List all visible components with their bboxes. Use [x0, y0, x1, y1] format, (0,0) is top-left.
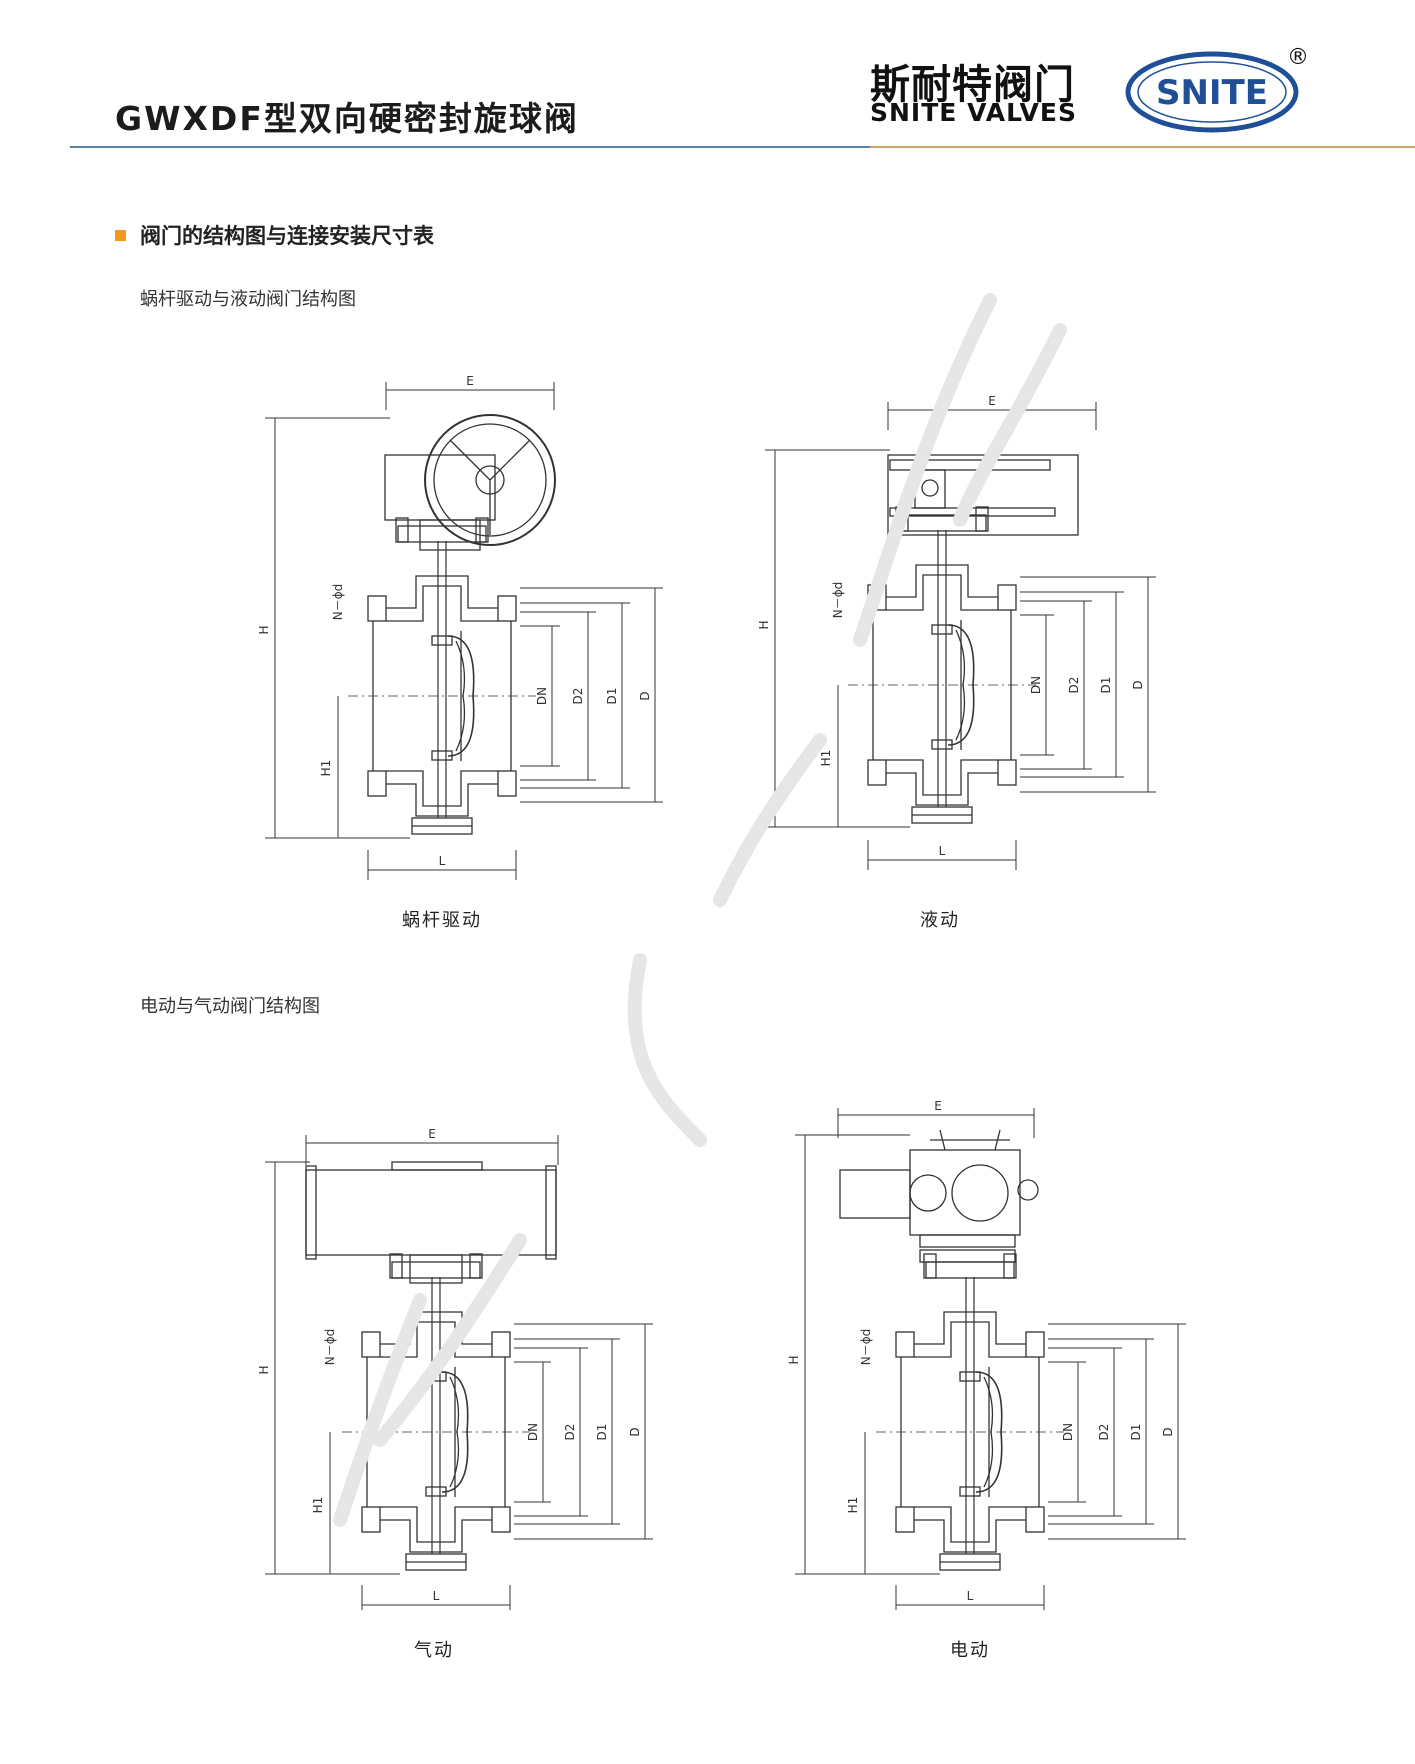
dim-D1: D1 — [1129, 1424, 1143, 1441]
diagram-worm-gear: E H H1 L DN D2 D1 D N－ϕd — [257, 374, 663, 880]
dim-D1: D1 — [605, 688, 619, 705]
document-title: GWXDF型双向硬密封旋球阀 — [115, 99, 579, 138]
dim-H: H — [757, 620, 771, 629]
diagram-hydraulic: E H H1 L DN D2 D1 D N－ϕd — [757, 394, 1156, 870]
diagram-electric: E H H1 L DN D2 D1 D N－ϕd — [787, 1099, 1186, 1610]
brand-name-cn: 斯耐特阀门 — [870, 62, 1075, 108]
dim-H: H — [257, 625, 271, 634]
section-heading: 阀门的结构图与连接安装尺寸表 — [115, 220, 434, 250]
dim-DN: DN — [535, 687, 549, 705]
brand-name-en: SNITE VALVES — [870, 98, 1077, 127]
subheading-worm-hydraulic: 蜗杆驱动与液动阀门结构图 — [140, 289, 356, 310]
dim-H1: H1 — [319, 760, 333, 777]
dim-D2: D2 — [571, 688, 585, 705]
dim-D1: D1 — [1099, 677, 1113, 694]
dim-D: D — [1161, 1427, 1175, 1436]
caption-hydraulic: 液动 — [920, 910, 960, 931]
dim-N-d: N－ϕd — [323, 1329, 337, 1366]
dim-L: L — [967, 1589, 974, 1603]
dim-H: H — [257, 1365, 271, 1374]
caption-electric: 电动 — [950, 1640, 990, 1661]
dim-E: E — [988, 394, 996, 408]
dim-E: E — [934, 1099, 942, 1113]
dim-D: D — [1131, 680, 1145, 689]
dim-D: D — [638, 691, 652, 700]
dim-N-d: N－ϕd — [331, 584, 345, 621]
dim-D2: D2 — [563, 1424, 577, 1441]
header-rule-gold — [870, 146, 1415, 148]
logo-text: SNITE — [1156, 73, 1268, 113]
dim-DN: DN — [1061, 1423, 1075, 1441]
header-rule-blue — [70, 146, 870, 148]
registered-mark: ® — [1287, 45, 1309, 70]
subheading-electric-pneumatic: 电动与气动阀门结构图 — [140, 996, 320, 1017]
dim-L: L — [939, 844, 946, 858]
dim-E: E — [466, 374, 474, 388]
caption-worm-gear: 蜗杆驱动 — [402, 910, 482, 931]
dim-N-d: N－ϕd — [831, 582, 845, 619]
bullet-icon — [115, 229, 126, 241]
dim-D: D — [628, 1427, 642, 1436]
dim-D2: D2 — [1097, 1424, 1111, 1441]
dim-D1: D1 — [595, 1424, 609, 1441]
dim-L: L — [433, 1589, 440, 1603]
diagram-pneumatic: E H H1 L DN D2 D1 D N－ϕd — [257, 1127, 653, 1610]
snite-logo: SNITE ® — [1125, 45, 1309, 133]
dim-DN: DN — [526, 1423, 540, 1441]
caption-pneumatic: 气动 — [414, 1640, 454, 1661]
dim-N-d: N－ϕd — [859, 1329, 873, 1366]
dim-L: L — [439, 854, 446, 868]
dim-H1: H1 — [819, 750, 833, 767]
dim-DN: DN — [1029, 676, 1043, 694]
section-heading-text: 阀门的结构图与连接安装尺寸表 — [140, 224, 434, 248]
dim-H: H — [787, 1355, 801, 1364]
dim-H1: H1 — [846, 1497, 860, 1514]
dim-H1: H1 — [311, 1497, 325, 1514]
dim-D2: D2 — [1067, 677, 1081, 694]
dim-E: E — [428, 1127, 436, 1141]
